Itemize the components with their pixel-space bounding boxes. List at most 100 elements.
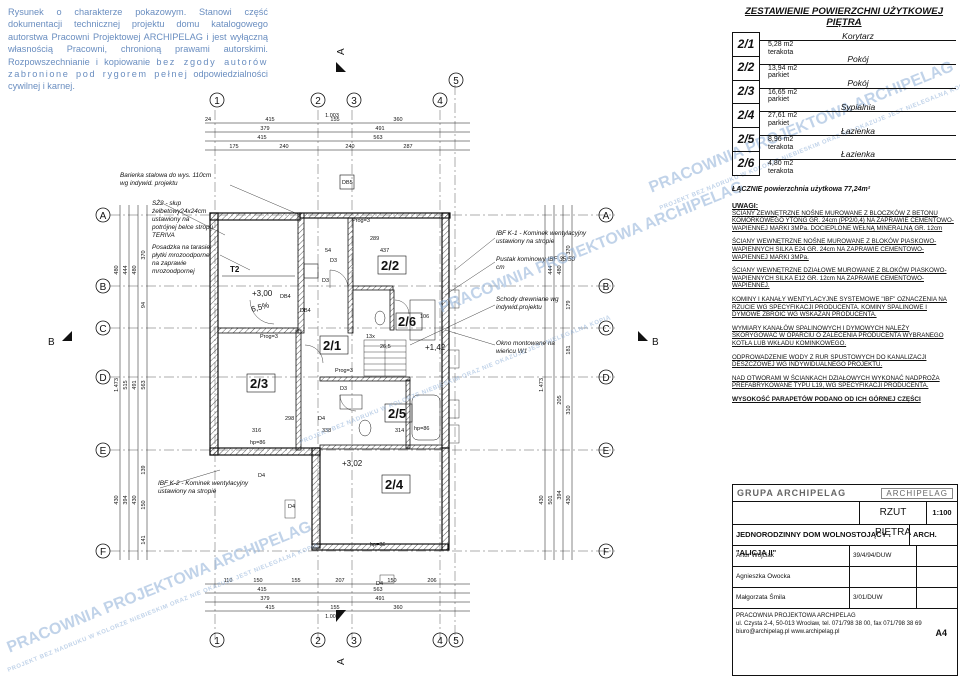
room-floor: parkiet [768,96,790,104]
dim-bottom-4: 207 [335,578,344,584]
plan-label-12: 437 [380,248,389,254]
company-info: PRACOWNIA PROJEKTOWA ARCHIPELAG ul. Czys… [733,609,957,639]
dim-left-14: 150 [141,500,147,509]
dim-bottom-13: 360 [393,605,402,611]
dim-top-1: 415 [265,117,274,123]
designer-license: 39/4/94/DUW [850,546,917,566]
room-2-4: 2/4 [385,477,404,492]
axis-label-e-right: E [603,446,610,457]
room-number: 2/3 [732,79,760,105]
room-2-3: 2/3 [250,376,268,391]
dim-right-4: 179 [566,300,572,309]
plan-label-13: 289 [370,236,379,242]
note-window: Okno montowane na wieńcu W1 [496,340,555,355]
title-block-project-row: JEDNORODZINNY DOM WOLNOSTOJĄCY "ALICJA I… [733,525,957,557]
axis-label-a-right: A [603,211,610,222]
section-b-label-left: B [48,337,55,348]
dim-top-4: 24 [205,117,211,123]
project-branch: ARCH. [913,530,937,539]
axis-label-3: 3 [351,96,357,107]
plan-label-26: Prog=3 [335,368,353,374]
room-area: 8,96 m2 [759,135,956,144]
designer-name: Artur Wójciak [733,546,850,566]
axis-label-5-bottom: 5 [453,636,459,647]
title-block-drawing-row: RZUT PIĘTRA 1:100 [733,502,957,538]
dim-top-8: 563 [373,135,382,141]
dim-left-11: 430 [114,495,120,504]
room-2-2: 2/2 [381,258,399,273]
note-chimney-2: IBF K-2 - Kominek wentylacyjny ustawiony… [158,480,249,495]
dim-left-7: 515 [123,380,129,389]
axis-label-e: E [100,446,107,457]
dim-top-10: 240 [279,144,288,150]
plan-label-16: 338 [322,428,331,434]
plan-label-3: D4 [376,581,383,587]
axis-label-2-bottom: 2 [315,636,321,647]
dim-top-3: 360 [393,117,402,123]
room-area: 5,28 m2 [759,40,956,49]
note-chimney-duct: Pustak kominowy IBF 35/50 cm [496,256,576,271]
axis-label-d-right: D [602,373,609,384]
room-area: 16,65 m2 [759,87,956,97]
axis-label-5: 5 [453,76,459,87]
room-name: Pokój [847,54,869,65]
note-item: ODPROWADZENIE WODY Z RUR SPUSTOWYCH DO K… [732,353,927,369]
room-floor: terakota [768,167,794,175]
room-floor: terakota [768,48,794,56]
company-email: biuro@archipelag.pl www.archipelag.pl [736,629,840,635]
dim-bottom-2: 150 [253,578,262,584]
dim-right-10: 394 [557,490,563,499]
room-name: Pokój [847,78,869,89]
dim-bottom-7: 415 [257,587,266,593]
dim-top-11: 240 [345,144,354,150]
axis-label-c-right: C [602,324,609,335]
section-a-label-bottom: A [336,658,347,665]
plan-label-10: DB5 [342,180,353,186]
dim-left-12: 394 [123,495,129,504]
dim-bottom-9: 379 [260,596,269,602]
dim-bottom-8: 563 [373,587,382,593]
section-a-arrow-top [336,62,346,72]
area-schedule-title: ZESTAWIENIE POWIERZCHNI UŻYTKOWEJ PIĘTRA [744,6,944,28]
room-area: 27,61 m2 [759,111,956,121]
axis-label-3-bottom: 3 [351,636,357,647]
level-terrace: +3,00 [252,289,273,298]
dim-bottom-6: 206 [427,578,436,584]
designer-row: Agnieszka Owocka [733,567,957,588]
note-column: SŻ2 - słup żelbetowy24x24cm ustawiony na… [152,200,214,239]
drawing-scale: 1:100 [932,508,952,517]
note-item: NAD OTWORAMI W ŚCIANKACH DZIAŁOWYCH WYKO… [732,374,940,390]
disclaimer-text-1: Rysunek o charakterze pokazowym. Stanowi… [8,7,268,67]
plan-label-18: 106 [420,314,429,320]
dim-right-12: 430 [539,495,545,504]
dim-bottom-3: 155 [291,578,300,584]
parapet-note: WYSOKOŚĆ PARAPETÓW PODANO OD ICH GÓRNEJ … [732,395,921,403]
dim-right-1: 444 [548,265,554,274]
room-floor: terakota [768,143,794,151]
room-name: Korytarz [842,30,874,41]
dim-top-5: 379 [260,126,269,132]
designer-license: 3/01/DUW [850,588,917,608]
room-area: 4,80 m2 [759,158,956,168]
dim-bottom-total: 1.003 [325,614,339,620]
dim-right-6: 1.473 [539,378,545,392]
plan-label-19: 26,5 [380,344,391,350]
dim-left-4: 370 [141,250,147,259]
dim-top-total: 1.003 [325,113,339,119]
company-name: PRACOWNIA PROJEKTOWA ARCHIPELAG [736,613,856,619]
plan-label-6: D3 [340,386,347,392]
axis-label-d: D [99,373,106,384]
area-row: 2/3 Pokój [732,78,957,105]
title-block: GRUPA ARCHIPELAG ARCHIPELAG RZUT PIĘTRA … [732,484,958,676]
room-2-6: 2/6 [398,314,416,329]
dim-left-2: 444 [123,265,129,274]
area-schedule-panel: ZESTAWIENIE POWIERZCHNI UŻYTKOWEJ PIĘTRA… [732,6,956,403]
axis-label-b-right: B [603,282,610,293]
designer-license [850,567,917,587]
plan-label-24: Prog=3 [352,218,370,224]
